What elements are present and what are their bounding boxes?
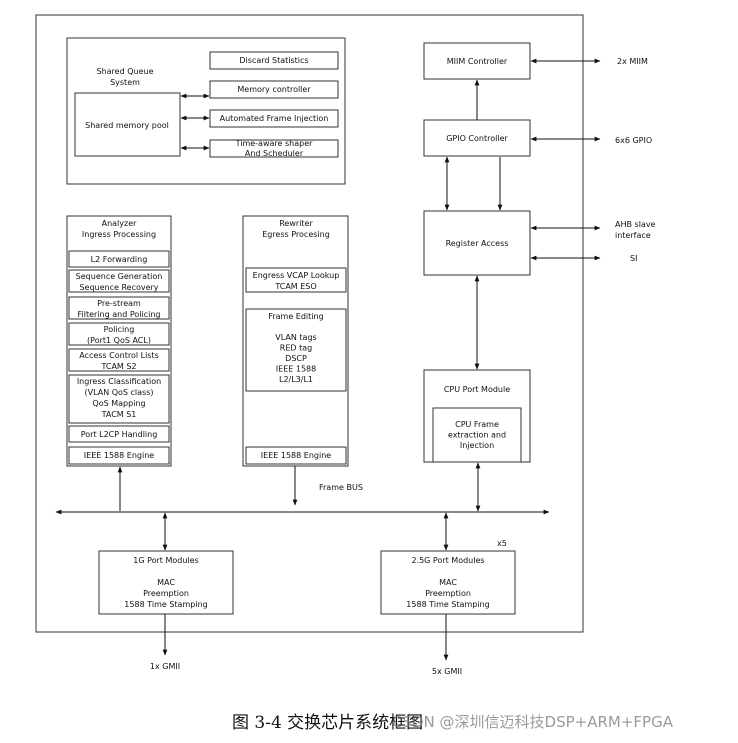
frame-editing-label: Frame Editing bbox=[268, 312, 323, 321]
analyzer-sub-block bbox=[68, 348, 170, 372]
ahb-ext-label: interface bbox=[615, 231, 651, 240]
analyzer-sub-label: Pre-stream bbox=[97, 299, 141, 308]
analyzer-sub-label: QoS Mapping bbox=[92, 399, 145, 408]
frame-editing-label: RED tag bbox=[280, 344, 312, 353]
frame-editing-label: IEEE 1588 bbox=[276, 365, 316, 374]
port-1g-label: MAC bbox=[157, 578, 175, 587]
watermark: CSDN @深圳信迈科技DSP+ARM+FPGA bbox=[392, 713, 673, 731]
queue-block-label: Memory controller bbox=[237, 85, 311, 94]
frame-bus-label: Frame BUS bbox=[319, 483, 363, 492]
gmii5-label: 5x GMII bbox=[432, 667, 462, 676]
analyzer-sub-label: Policing bbox=[104, 325, 135, 334]
queue-block bbox=[209, 109, 339, 128]
si-ext-label: SI bbox=[630, 254, 637, 263]
miim-label: MIIM Controller bbox=[447, 57, 508, 66]
analyzer-sub-label: Port L2CP Handling bbox=[81, 430, 158, 439]
analyzer-sub-block bbox=[68, 322, 170, 346]
cpu-frame-label: Injection bbox=[460, 441, 494, 450]
queue-block bbox=[209, 80, 339, 99]
miim-ext-label: 2x MIIM bbox=[617, 57, 648, 66]
cpu-frame-label: CPU Frame bbox=[455, 420, 499, 429]
egress-vcap-label: TCAM ESO bbox=[274, 282, 316, 291]
queue-block bbox=[209, 139, 339, 158]
rewriter-1588-block bbox=[245, 446, 347, 465]
analyzer-sub-block bbox=[68, 446, 170, 465]
analyzer-sub-label: (Port1 QoS ACL) bbox=[87, 336, 151, 345]
analyzer-title: Ingress Processing bbox=[82, 230, 156, 239]
analyzer-sub-block bbox=[68, 374, 170, 424]
miim-controller bbox=[423, 42, 531, 80]
register-label: Register Access bbox=[446, 239, 509, 248]
register-access bbox=[423, 210, 531, 276]
queue-block bbox=[209, 51, 339, 70]
shared-memory-pool-label: Shared memory pool bbox=[85, 121, 169, 130]
analyzer-sub-label: IEEE 1588 Engine bbox=[84, 451, 154, 460]
ahb-ext-label: AHB slave bbox=[615, 220, 656, 229]
frame-editing-block bbox=[245, 308, 347, 392]
analyzer-sub-block bbox=[68, 269, 170, 293]
port-2-5g-label: Preemption bbox=[425, 589, 471, 598]
analyzer-sub-label: Filtering and Policing bbox=[78, 310, 161, 319]
rewriter-title: Egress Procesing bbox=[262, 230, 330, 239]
gpio-ext-label: 6x6 GPIO bbox=[615, 136, 652, 145]
egress-vcap-block bbox=[245, 267, 347, 293]
analyzer-sub-block bbox=[68, 250, 170, 268]
port-1g-label: 1588 Time Stamping bbox=[124, 600, 207, 609]
analyzer-sub-label: Sequence Generation bbox=[76, 272, 163, 281]
shared-queue-title: System bbox=[110, 78, 140, 87]
port-2-5g-label: 2.5G Port Modules bbox=[411, 556, 484, 565]
egress-vcap-label: Engress VCAP Lookup bbox=[253, 271, 340, 280]
gmii1-label: 1x GMII bbox=[150, 662, 180, 671]
cpu-port-label: CPU Port Module bbox=[444, 385, 510, 394]
queue-block-label: Automated Frame Injection bbox=[220, 114, 329, 123]
gpio-label: GPIO Controller bbox=[446, 134, 508, 143]
frame-editing-label: VLAN tags bbox=[275, 333, 316, 342]
shared-memory-pool bbox=[74, 92, 181, 157]
cpu-frame-block bbox=[432, 407, 522, 463]
analyzer-sub-label: TCAM S2 bbox=[100, 362, 136, 371]
frame-editing-label: DSCP bbox=[285, 354, 307, 363]
frame-editing-label: L2/L3/L1 bbox=[279, 375, 313, 384]
rewriter-title: Rewriter bbox=[279, 219, 313, 228]
analyzer-sub-label: L2 Forwarding bbox=[91, 255, 148, 264]
analyzer-sub-label: TACM S1 bbox=[101, 410, 137, 419]
queue-block-label: And Scheduler bbox=[245, 149, 304, 158]
analyzer-sub-label: (VLAN QoS class) bbox=[84, 388, 153, 397]
port-module-2-5g bbox=[380, 550, 516, 615]
rewriter-1588-label: IEEE 1588 Engine bbox=[261, 451, 331, 460]
port-2-5g-label: MAC bbox=[439, 578, 457, 587]
analyzer-sub-block bbox=[68, 425, 170, 443]
analyzer-sub-label: Access Control Lists bbox=[79, 351, 159, 360]
queue-block-label: Discard Statistics bbox=[239, 56, 308, 65]
x5-label: x5 bbox=[497, 539, 507, 548]
port-1g-label: Preemption bbox=[143, 589, 189, 598]
figure-caption: 图 3-4 交换芯片系统框图 bbox=[232, 713, 424, 733]
gpio-controller bbox=[423, 119, 531, 157]
port-module-1g bbox=[98, 550, 234, 615]
cpu-frame-label: extraction and bbox=[448, 431, 506, 440]
analyzer-sub-label: Ingress Classification bbox=[77, 377, 161, 386]
queue-block-label: Time-aware shaper bbox=[235, 139, 314, 148]
port-1g-label: 1G Port Modules bbox=[133, 556, 199, 565]
analyzer-sub-block bbox=[68, 296, 170, 320]
shared-queue-title: Shared Queue bbox=[97, 67, 154, 76]
analyzer-sub-label: Sequence Recovery bbox=[79, 283, 158, 292]
port-2-5g-label: 1588 Time Stamping bbox=[406, 600, 489, 609]
analyzer-title: Analyzer bbox=[102, 219, 138, 228]
